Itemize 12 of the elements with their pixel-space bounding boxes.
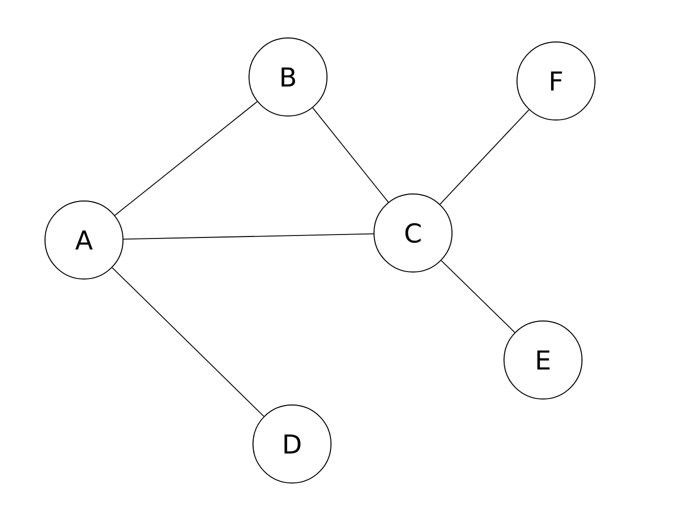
edge-line: [123, 233, 374, 240]
edge-line: [440, 260, 516, 333]
graph-vertex: A: [44, 200, 124, 280]
edge-line: [114, 101, 258, 216]
graph-vertex: C: [374, 194, 452, 272]
graph-vertex: F: [516, 42, 596, 120]
edge-line: [440, 109, 530, 205]
graph-vertex: B: [248, 38, 328, 116]
edge-line: [312, 107, 389, 203]
edge-line: [112, 267, 264, 417]
graph-vertex: E: [504, 320, 582, 400]
graph-vertex: D: [252, 404, 332, 484]
